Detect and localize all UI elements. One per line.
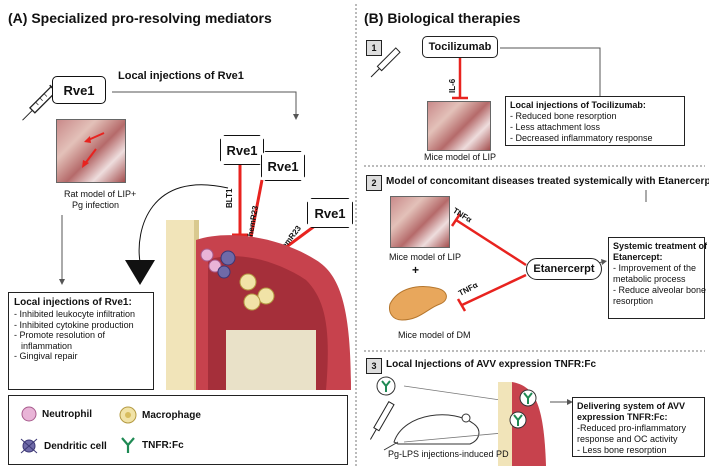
etanercept-effect-2a: - Reduce alveolar bone bbox=[613, 285, 707, 295]
etanercept-effect-2b: resorption bbox=[613, 296, 654, 306]
model-caption-line2: Pg infection bbox=[72, 200, 120, 210]
il6-label: IL-6 bbox=[448, 78, 457, 93]
macrophage-icon bbox=[119, 406, 137, 424]
section1-number: 1 bbox=[366, 40, 382, 56]
rve1-effect-2: - Inhibited cytokine production bbox=[14, 319, 134, 330]
rve1-syringe-label: Rve1 bbox=[52, 76, 106, 104]
pancreas-illustration bbox=[389, 286, 447, 321]
plus-sign: + bbox=[412, 263, 420, 277]
legend-tnfr: TNFR:Fc bbox=[119, 436, 184, 454]
tocilizumab-effect-1: - Reduced bone resorption bbox=[510, 111, 617, 121]
photo-arrows bbox=[82, 132, 105, 168]
etanercept-effect-1a: - Improvement of the bbox=[613, 263, 697, 273]
panel-a-title: (A) Specialized pro-resolving mediators bbox=[8, 10, 272, 26]
etanercept-effects-title-2: Etanercept: bbox=[613, 252, 663, 262]
tocilizumab-effect-2: - Less attachment loss bbox=[510, 122, 601, 132]
rve1-badge-2: Rve1 bbox=[261, 151, 305, 181]
tooth-gum-illustration bbox=[166, 220, 351, 390]
tocilizumab-box: Tocilizumab bbox=[422, 36, 498, 58]
dendritic-cell-icon bbox=[20, 438, 38, 454]
local-injections-label: Local injections of Rve1 bbox=[118, 70, 244, 82]
rve1-effect-3b: inflammation bbox=[21, 340, 73, 351]
etanercerpt-box: Etanercerpt bbox=[526, 258, 602, 280]
tocilizumab-effects-box: Local injections of Tocilizumab: - Reduc… bbox=[505, 96, 685, 146]
receptor-blt1-label: BLT1 bbox=[225, 188, 234, 208]
rve1-effect-4: - Gingival repair bbox=[14, 351, 78, 361]
neutrophil-icon bbox=[21, 406, 37, 422]
cell-legend: Neutrophil Macrophage Dendritic cell TNF… bbox=[8, 395, 348, 465]
avv-effects-box: Delivering system of AVV expression TNFR… bbox=[572, 397, 705, 457]
tocilizumab-effects-title: Local injections of Tocilizumab: bbox=[510, 100, 646, 110]
rve1-badge-3: Rve1 bbox=[307, 198, 353, 228]
rve1-effects-box: Local injections of Rve1: - Inhibited le… bbox=[8, 292, 154, 390]
legend-dendritic: Dendritic cell bbox=[19, 436, 107, 456]
rve1-effect-1: - Inhibited leukocyte infiltration bbox=[14, 309, 136, 319]
avv-effects-title-1: Delivering system of AVV bbox=[577, 401, 686, 411]
rat-model-photo bbox=[56, 119, 126, 183]
model-caption-line1: Rat model of LIP+ bbox=[64, 189, 137, 199]
legend-neutrophil: Neutrophil bbox=[21, 406, 92, 422]
section3-title: Local Injections of AVV expression TNFR:… bbox=[386, 359, 597, 370]
avv-effect-2: - Less bone resorption bbox=[577, 445, 667, 455]
etanercept-effects-box: Systemic treatment of Etanercept: - Impr… bbox=[608, 237, 708, 319]
rve1-effect-3: - Promote resolution of bbox=[14, 330, 106, 340]
section1-model-caption: Mice model of LIP bbox=[424, 152, 497, 162]
section3-number: 3 bbox=[366, 358, 382, 374]
etanercept-effects-title-1: Systemic treatment of bbox=[613, 241, 708, 251]
rve1-effects-list: - Inhibited leukocyte infiltration - Inh… bbox=[14, 309, 148, 362]
tocilizumab-effect-3: - Decreased inflammatory response bbox=[510, 133, 653, 143]
avv-effects-title-2: expression TNFR:Fc: bbox=[577, 412, 668, 422]
section3-model-caption: Pg-LPS injections-induced PD bbox=[388, 449, 509, 459]
avv-effect-1a: -Reduced pro-inflammatory bbox=[577, 423, 687, 433]
section2-arrows bbox=[450, 190, 647, 312]
lip-model-photo-2 bbox=[390, 196, 450, 248]
panel-b-title: (B) Biological therapies bbox=[364, 10, 521, 26]
rve1-effects-title: Local injections of Rve1: bbox=[14, 297, 132, 308]
avv-effect-1b: response and OC activity bbox=[577, 434, 678, 444]
legend-macrophage: Macrophage bbox=[119, 406, 201, 424]
section2-dm-caption: Mice model of DM bbox=[398, 330, 471, 340]
lip-model-photo-1 bbox=[427, 101, 491, 151]
section2-lip-caption: Mice model of LIP bbox=[389, 252, 462, 262]
mouse-injection-illustration bbox=[369, 376, 573, 466]
tnfr-fc-icon bbox=[121, 437, 135, 453]
section2-title: Model of concomitant diseases treated sy… bbox=[386, 176, 709, 187]
etanercept-effect-1b: metabolic process bbox=[613, 274, 686, 284]
section2-number: 2 bbox=[366, 175, 382, 191]
rve1-badge-1: Rve1 bbox=[220, 135, 264, 165]
